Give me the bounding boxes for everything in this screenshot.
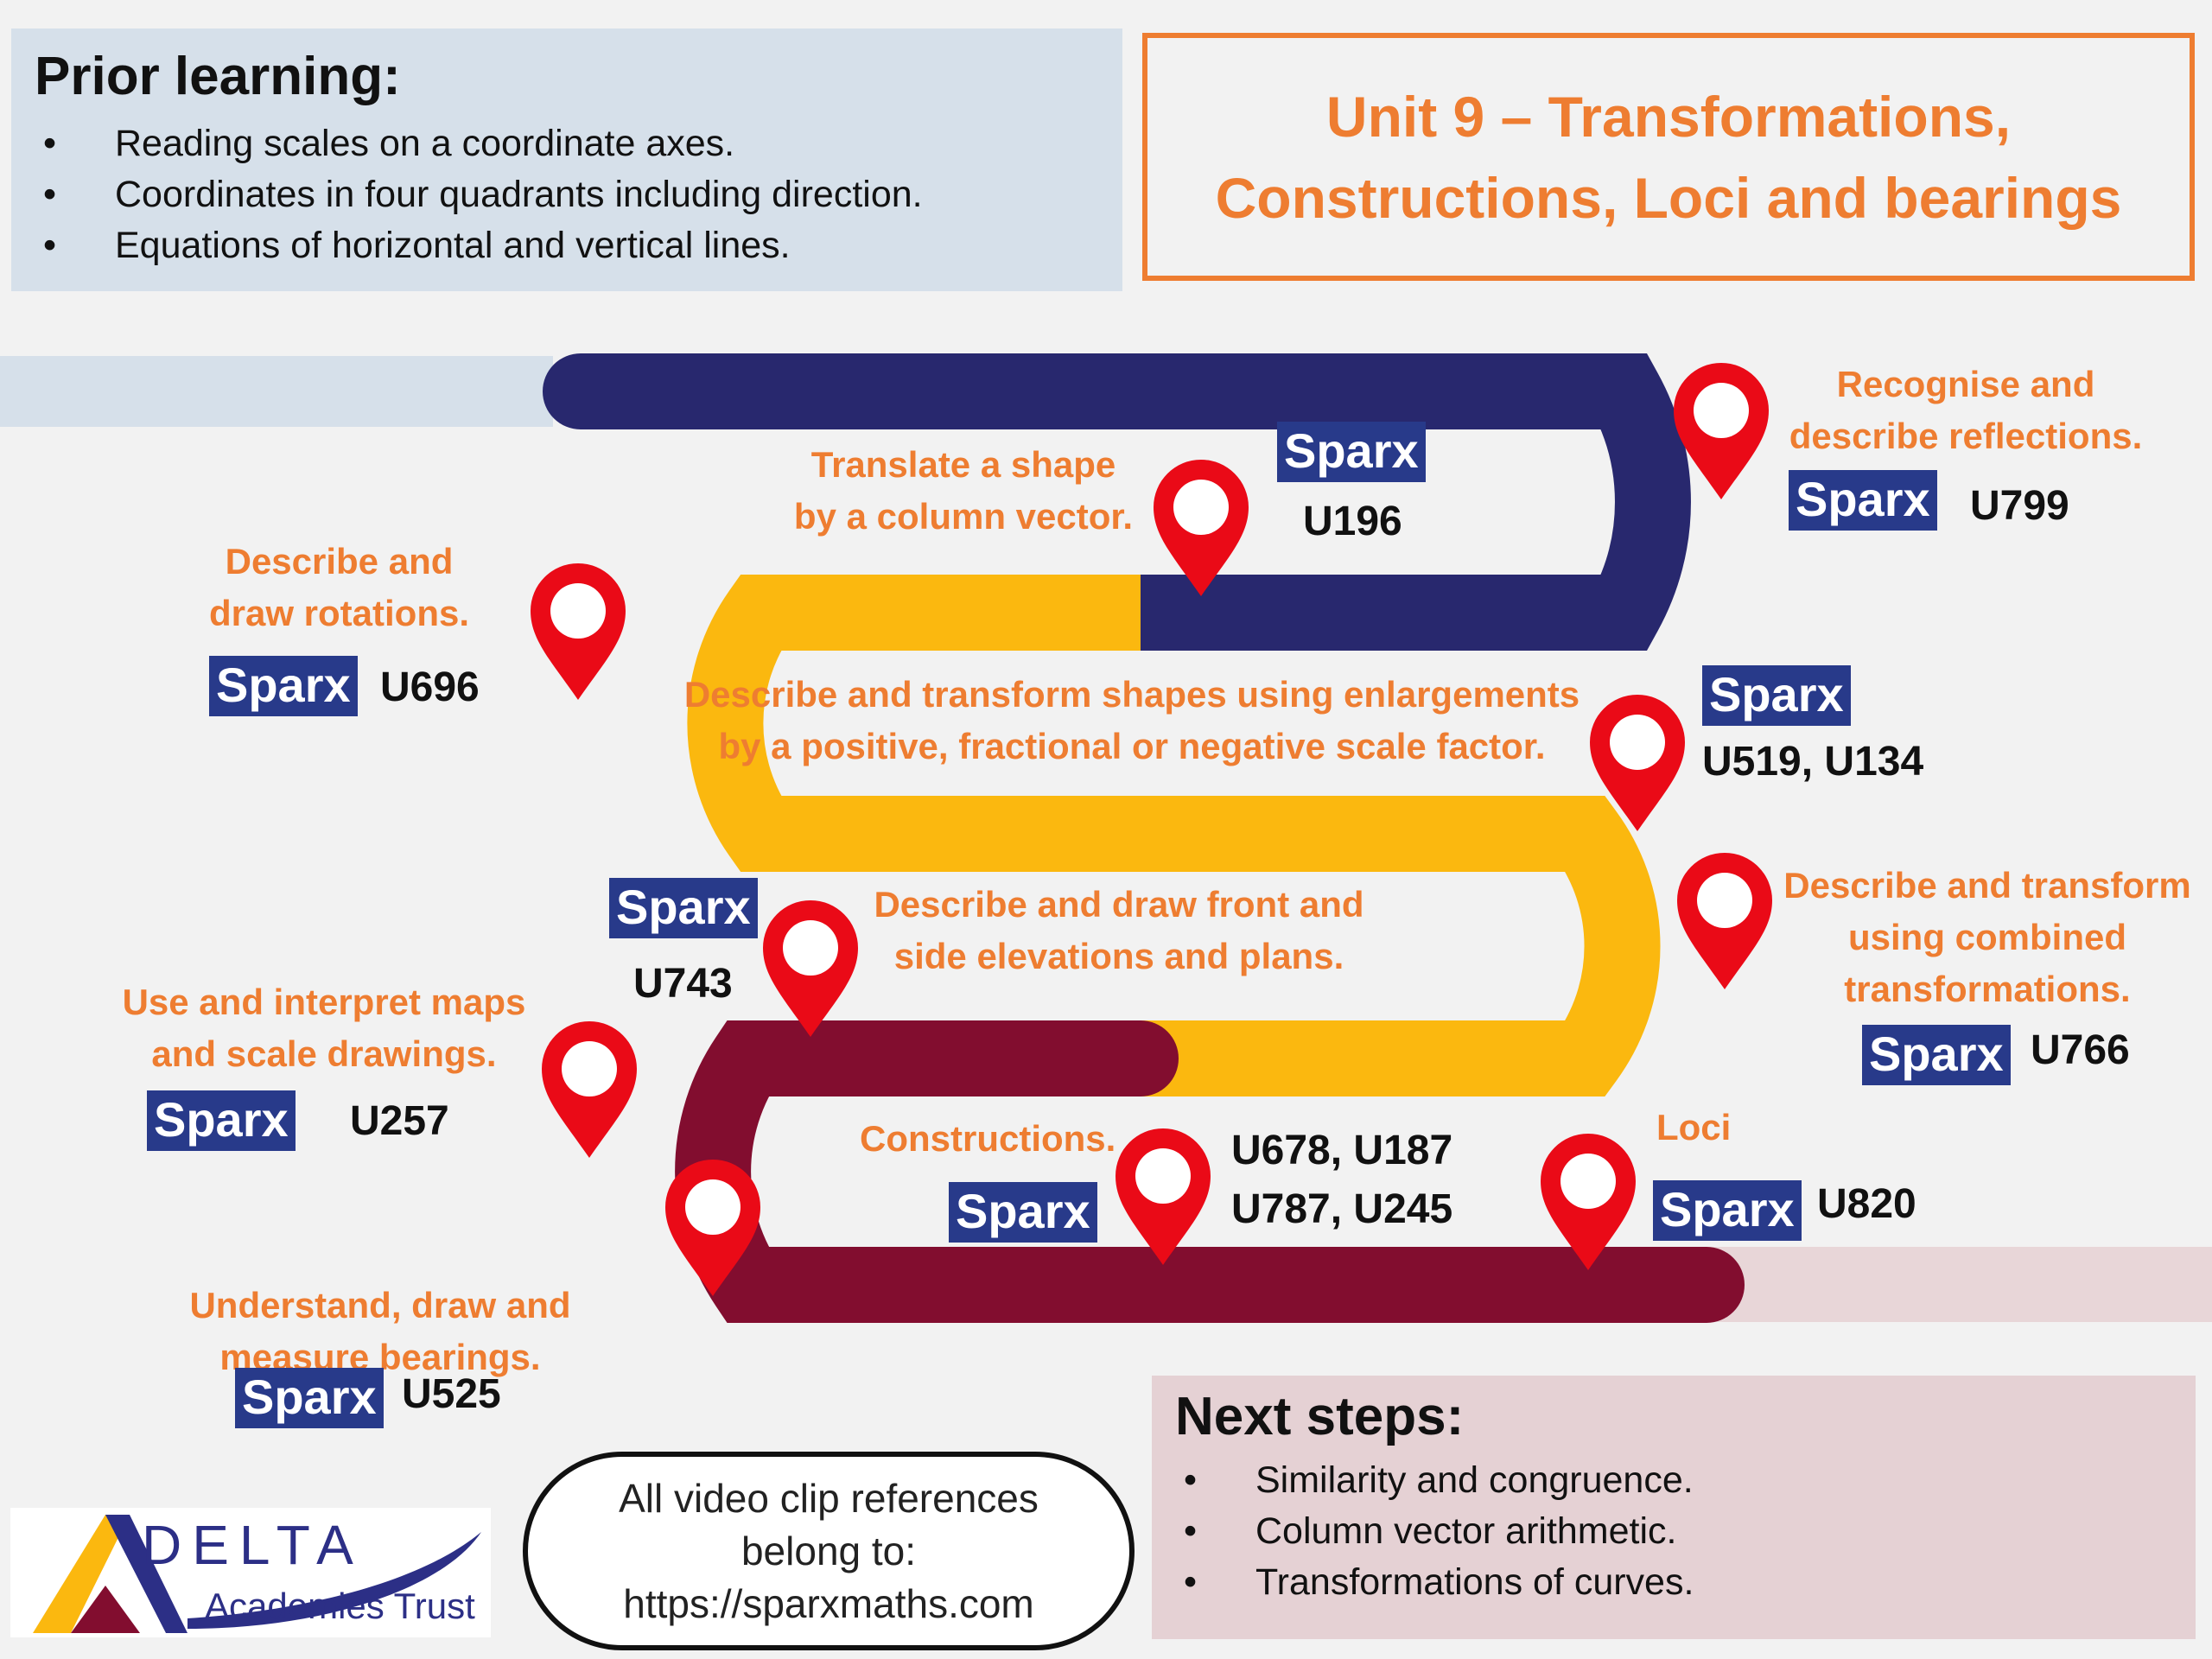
step-label-maps: Use and interpret maps and scale drawing… xyxy=(104,976,544,1080)
sparx-badge: Sparx xyxy=(1789,470,1937,531)
delta-logo-mark xyxy=(33,1515,481,1633)
list-item: Column vector arithmetic. xyxy=(1175,1506,1694,1557)
step-label-line: Describe and xyxy=(225,541,454,582)
step-code-reflections: U799 xyxy=(1970,483,2069,529)
next-steps-list: Similarity and congruence. Column vector… xyxy=(1175,1455,1694,1608)
step-label-line: Describe and draw front and xyxy=(874,884,1364,925)
prior-learning-title: Prior learning: xyxy=(35,47,401,106)
reference-line-1: All video clip references xyxy=(619,1475,1039,1521)
list-item: Transformations of curves. xyxy=(1175,1557,1694,1608)
delta-logo: DELTA Academies Trust xyxy=(10,1508,491,1637)
sparx-badge: Sparx xyxy=(1277,422,1426,482)
list-item: Similarity and congruence. xyxy=(1175,1455,1694,1506)
sparx-badge: Sparx xyxy=(949,1182,1097,1243)
step-code-constructions-1: U678, U187 xyxy=(1231,1128,1453,1173)
sparx-badge: Sparx xyxy=(1862,1025,2011,1085)
step-code-enlargements: U519, U134 xyxy=(1702,739,1924,785)
list-item: Equations of horizontal and vertical lin… xyxy=(35,220,923,271)
step-label-line: using combined xyxy=(1847,917,2126,957)
prior-learning-panel: Prior learning: Reading scales on a coor… xyxy=(11,29,1122,291)
step-code-combined: U766 xyxy=(2031,1027,2130,1073)
step-code-bearings: U525 xyxy=(402,1371,501,1417)
sparx-badge: Sparx xyxy=(1653,1180,1802,1241)
step-label-line: Understand, draw and xyxy=(189,1285,571,1325)
unit-title-line-1: Unit 9 – Transformations, xyxy=(1325,84,2012,149)
unit-title-line-2: Constructions, Loci and bearings xyxy=(1215,165,2122,230)
step-code-constructions-2: U787, U245 xyxy=(1231,1186,1453,1232)
step-label-rotations: Describe and draw rotations. xyxy=(186,536,493,639)
step-label-line: Describe and transform shapes using enla… xyxy=(683,674,1580,715)
step-label-loci: Loci xyxy=(1656,1107,1732,1147)
step-label-line: transformations. xyxy=(1844,969,2131,1009)
next-steps-title: Next steps: xyxy=(1175,1387,1465,1446)
step-label-line: Describe and transform xyxy=(1783,865,2191,906)
step-label-constructions: Constructions. xyxy=(860,1118,1116,1159)
step-label-line: Translate a shape xyxy=(810,444,1116,485)
step-code-loci: U820 xyxy=(1817,1181,1916,1227)
sparx-badge: Sparx xyxy=(209,656,358,716)
next-steps-panel: Next steps: Similarity and congruence. C… xyxy=(1152,1376,2196,1639)
step-label-enlargements: Describe and transform shapes using enla… xyxy=(665,669,1599,772)
sparx-badge: Sparx xyxy=(1702,665,1851,726)
logo-name: DELTA xyxy=(142,1514,364,1576)
reference-line-2: belong to: xyxy=(741,1528,917,1573)
sparx-badge: Sparx xyxy=(235,1368,384,1428)
list-item: Reading scales on a coordinate axes. xyxy=(35,118,923,169)
step-code-rotations: U696 xyxy=(380,664,480,710)
video-reference-box: All video clip references belong to: htt… xyxy=(523,1452,1135,1650)
step-code-maps: U257 xyxy=(350,1098,449,1144)
prior-learning-list: Reading scales on a coordinate axes. Coo… xyxy=(35,118,923,271)
road-segment-gold-upper xyxy=(687,575,1661,1096)
list-item: Coordinates in four quadrants including … xyxy=(35,169,923,220)
reference-url[interactable]: https://sparxmaths.com xyxy=(623,1580,1034,1626)
logo-subtitle: Academies Trust xyxy=(205,1586,475,1626)
step-label-elevations: Describe and draw front and side elevati… xyxy=(855,879,1382,982)
step-label-reflections: Recognise and describe reflections. xyxy=(1776,359,2156,462)
step-label-line: side elevations and plans. xyxy=(893,936,1344,976)
road-segment-navy xyxy=(543,353,1691,651)
sparx-badge: Sparx xyxy=(147,1090,296,1151)
step-label-line: by a positive, fractional or negative sc… xyxy=(718,726,1546,766)
step-label-line: Recognise and xyxy=(1836,364,2095,404)
step-label-line: by a column vector. xyxy=(793,496,1134,537)
road-start-tail xyxy=(0,356,553,427)
step-label-line: describe reflections. xyxy=(1789,416,2143,456)
step-label-translate: Translate a shape by a column vector. xyxy=(778,439,1149,543)
step-label-line: and scale drawings. xyxy=(151,1033,497,1074)
step-label-line: draw rotations. xyxy=(208,593,470,633)
unit-title-box: Unit 9 – Transformations, Constructions,… xyxy=(1142,33,2195,281)
sparx-badge: Sparx xyxy=(609,878,758,938)
step-label-line: Use and interpret maps xyxy=(122,982,526,1022)
step-code-elevations: U743 xyxy=(633,961,733,1007)
step-code-translate: U196 xyxy=(1303,499,1402,544)
step-label-combined: Describe and transform using combined tr… xyxy=(1776,860,2199,1015)
road-end-tail xyxy=(1707,1247,2212,1322)
